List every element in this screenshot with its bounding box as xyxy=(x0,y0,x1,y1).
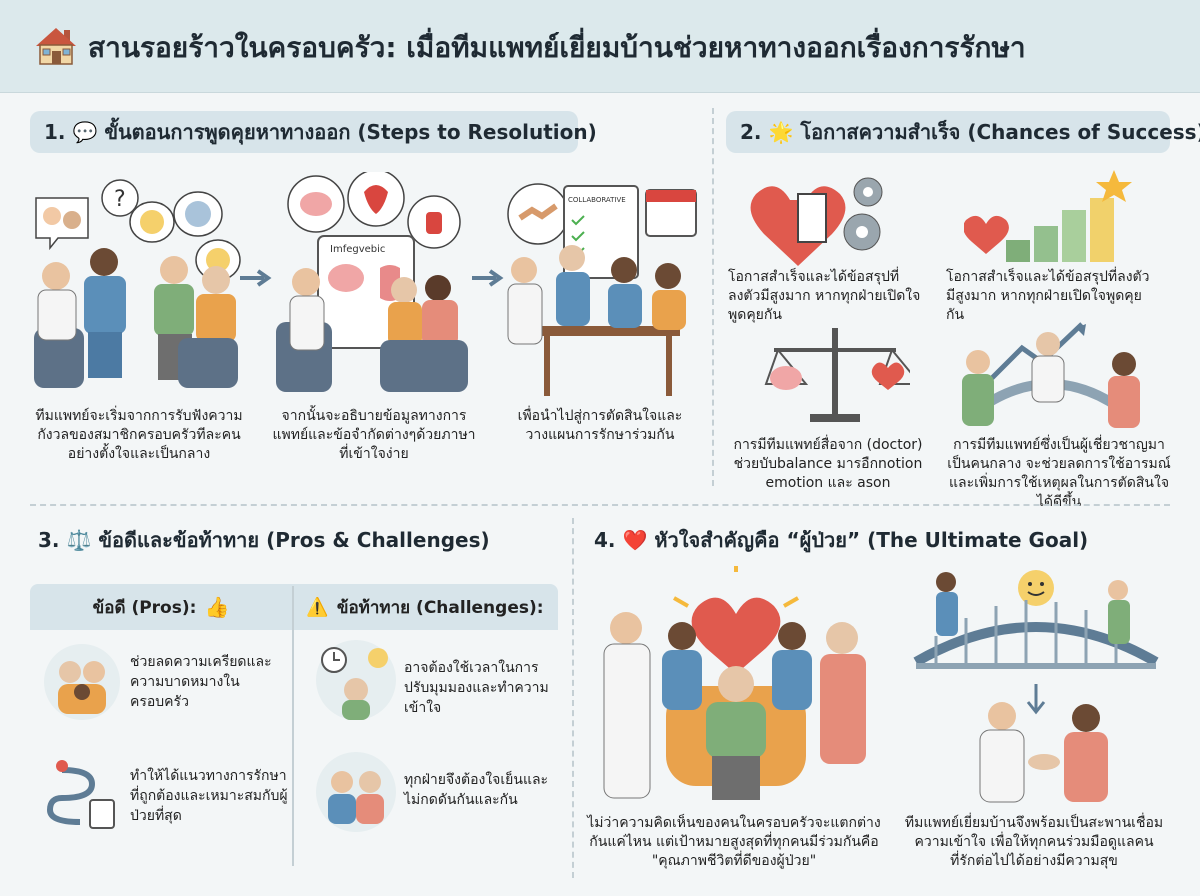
doctor-bridge-icon xyxy=(962,322,1140,428)
table-divider xyxy=(292,586,294,866)
goal-caption-1: ไม่ว่าความคิดเห็นของคนในครอบครัวจะแตกต่า… xyxy=(587,815,881,869)
path-clipboard-icon xyxy=(44,754,120,830)
cons-header-label: ข้อท้าทาย (Challenges): xyxy=(336,597,544,618)
section1-title: 1. 💬 ขั้นตอนการพูดคุยหาทางออก (Steps to … xyxy=(30,111,597,153)
success-caption-3: การมีทีมแพทย์สื่อจาก (doctor) ช่วยบับbal… xyxy=(733,437,923,491)
cons-header: ⚠️ ข้อท้าทาย (Challenges): xyxy=(292,584,558,630)
cons-item-1: อาจต้องใช้เวลาในการปรับมุมมองและทำความเข… xyxy=(404,660,549,716)
doctors-and-family xyxy=(34,248,238,388)
thumbs-up-icon: 👍 xyxy=(204,595,230,619)
rising-bars-star-icon xyxy=(964,170,1132,262)
plan-board-label: COLLABORATIVE xyxy=(568,196,626,204)
pros-item-2: ทำให้ได้แนวทางการรักษาที่ถูกต้องและเหมาะ… xyxy=(130,768,288,824)
step1-caption: ทีมแพทย์จะเริ่มจากการรับฟังความกังวลของส… xyxy=(35,408,243,462)
heart-door-gears-icon xyxy=(750,177,883,266)
balance-scale-icon xyxy=(764,328,910,422)
listening-family-illustration: ? xyxy=(34,179,241,388)
worried-speech-bubbles: ? xyxy=(35,179,241,281)
patient-family-circle-illustration xyxy=(603,566,866,800)
calm-couple-icon xyxy=(316,752,396,832)
step2-caption: จากนั้นจะอธิบายข้อมูลทางการแพทย์และข้อจำ… xyxy=(272,408,476,462)
step3-caption: เพื่อนำไปสู่การตัดสินใจและวางแผนการรักษา… xyxy=(517,408,683,443)
doctor-explaining-illustration: Imfegvebic xyxy=(276,172,468,392)
pros-header-label: ข้อดี (Pros): xyxy=(92,597,197,618)
arrow-right-icon xyxy=(472,269,504,287)
pros-cons-header: ข้อดี (Pros): 👍 ⚠️ ข้อท้าทาย (Challenges… xyxy=(30,584,558,630)
cons-item-2: ทุกฝ่ายจึงต้องใจเย็นและไม่กดดันกันและกัน xyxy=(404,772,549,808)
collaborative-planning-illustration: COLLABORATIVE xyxy=(507,183,697,396)
section2-title: 2. 🌟 โอกาสความสำเร็จ (Chances of Success… xyxy=(726,111,1200,153)
bridge-handshake-illustration xyxy=(913,570,1159,803)
warning-icon: ⚠️ xyxy=(306,596,329,618)
arrow-right-icon xyxy=(240,269,272,287)
section-divider xyxy=(30,504,1170,506)
pros-header: ข้อดี (Pros): 👍 xyxy=(30,584,292,630)
page-title: สานรอยร้าวในครอบครัว: เมื่อทีมแพทย์เยี่ย… xyxy=(88,31,1026,64)
clock-thinking-icon xyxy=(316,640,396,720)
family-hug-icon xyxy=(44,644,120,720)
goal-caption-2: ทีมแพทย์เยี่ยมบ้านจึงพร้อมเป็นสะพานเชื่อ… xyxy=(904,815,1164,869)
section-divider xyxy=(572,518,574,878)
pros-item-1: ช่วยลดความเครียดและความบาดหมางในครอบครัว xyxy=(130,654,272,710)
success-caption-1: โอกาสสำเร็จและได้ข้อสรุปที่ลงตัวมีสูงมาก… xyxy=(728,269,921,323)
section4-title: 4. ❤️ หัวใจสำคัญคือ “ผู้ป่วย” (The Ultim… xyxy=(594,528,1089,552)
section3-title: 3. ⚖️ ข้อดีและข้อท้าทาย (Pros & Challeng… xyxy=(38,528,490,552)
page-header: สานรอยร้าวในครอบครัว: เมื่อทีมแพทย์เยี่ย… xyxy=(0,0,1200,93)
success-caption-4: การมีทีมแพทย์ซึ่งเป็นผู้เชี่ยวชาญมาเป็นค… xyxy=(947,437,1171,510)
section-divider xyxy=(712,108,714,486)
house-icon xyxy=(36,28,76,65)
board-label: Imfegvebic xyxy=(330,244,385,255)
success-caption-2: โอกาสสำเร็จและได้ข้อสรุปที่ลงตัวมีสูงมาก… xyxy=(946,269,1150,323)
svg-text:?: ? xyxy=(114,187,126,212)
